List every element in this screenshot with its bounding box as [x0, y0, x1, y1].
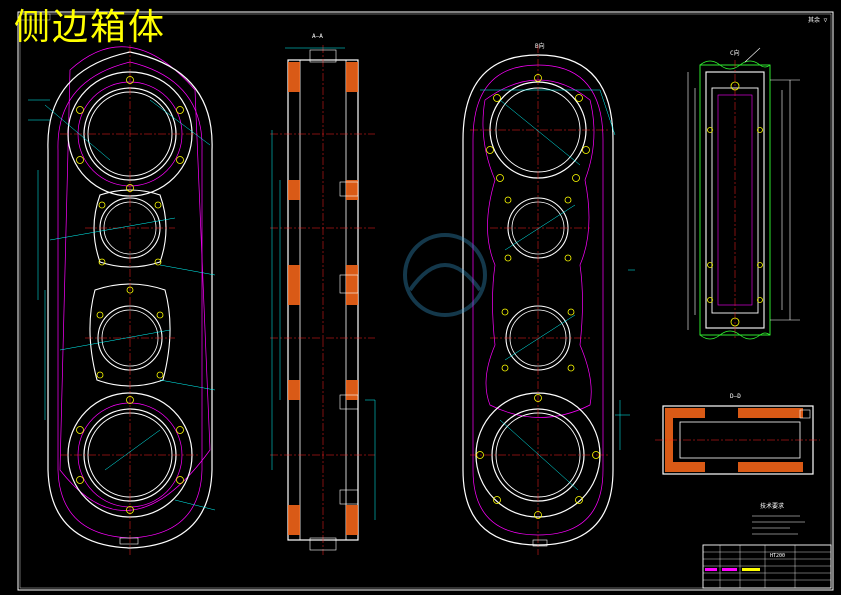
front-view-left: [28, 45, 216, 555]
section-d-d: D—D: [655, 393, 820, 475]
drawing-number-box: [19, 13, 51, 21]
sheet-inner-border: [19, 13, 832, 589]
sheet-border: [17, 11, 834, 591]
title-block: HT200: [702, 544, 832, 589]
view-c-label: C向: [730, 49, 740, 57]
tech-req-title: 技术要求: [760, 502, 784, 510]
title-block-material: HT200: [770, 553, 785, 559]
view-b: B向: [462, 42, 635, 555]
technical-requirements: 技术要求: [752, 502, 805, 535]
section-d-d-label: D—D: [730, 393, 741, 400]
section-a-a-label: A—A: [312, 33, 323, 40]
view-b-label: B向: [535, 42, 545, 50]
section-a-a: A—A: [270, 33, 376, 555]
view-c: C向: [687, 47, 800, 340]
watermark-logo: [403, 233, 487, 317]
top-right-code: 其余 ▽: [808, 16, 828, 24]
drawing-title: 侧边箱体: [14, 7, 167, 48]
